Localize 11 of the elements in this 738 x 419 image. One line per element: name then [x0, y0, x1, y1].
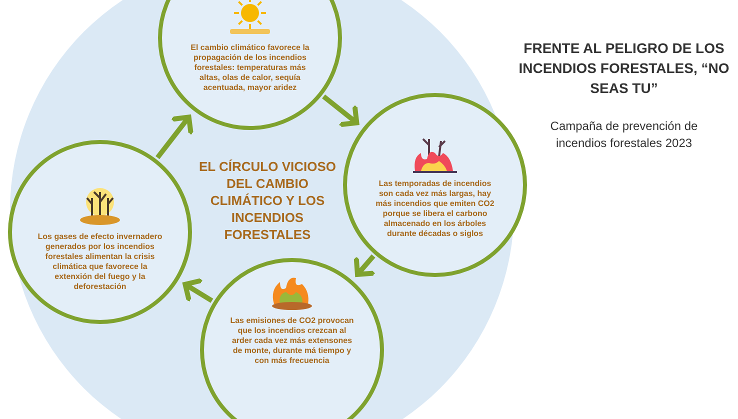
center-heading: EL CÍRCULO VICIOSO DEL CAMBIO CLIMÁTICO Y LOS INCENDIOS FORESTALES [198, 158, 337, 243]
circle-text: Los gases de efecto invernadero generados por los incendios forestales alimentan la crisis climática que favorece la extenxión del fuego y la deforestación [36, 232, 164, 292]
arrow [182, 278, 214, 304]
arrow [156, 114, 194, 160]
arrow [354, 254, 378, 277]
circle-text: Las emisiones de CO2 provocan que los incendios crezcan al arder cada vez más extensones de monte, durante má tiempo y con más frecuencia [229, 316, 355, 366]
circle-text: El cambio climático favorece la propagación de los incendios forestales: temperaturas más altas, olas de calor, sequía acentuada, mayor aridez [190, 43, 310, 93]
arrow [322, 94, 360, 128]
title: FRENTE AL PELIGRO DE LOS INCENDIOS FORESTALES, “NO SEAS TU” [518, 39, 730, 98]
subtitle: Campaña de prevención de incendios forestales 2023 [549, 118, 699, 152]
circle-text: Las temporadas de incendios son cada vez más largas, hay más incendios que emiten CO2 porque se libera el carbono almacenado en los árboles durante décadas o siglos [374, 179, 496, 239]
